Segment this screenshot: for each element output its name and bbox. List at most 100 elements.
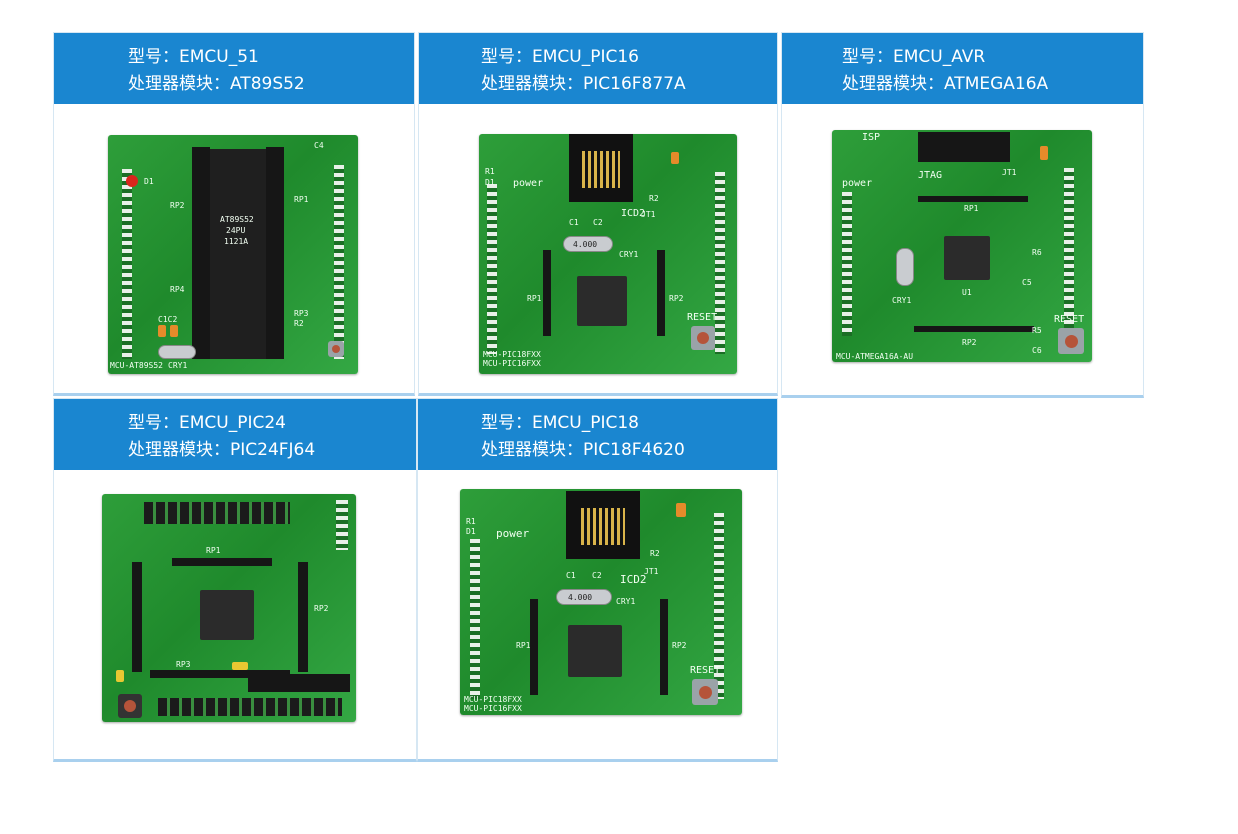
reset-button-icon <box>328 341 344 357</box>
crystal-icon <box>158 345 196 359</box>
header-strip <box>530 599 538 695</box>
capacitor-icon <box>170 325 178 337</box>
pin-strip-left <box>842 192 852 336</box>
socket-right <box>266 147 284 359</box>
board-image: power R1 D1 ICD2 JT1 R2 C1 C2 4.000 CRY1… <box>479 134 737 374</box>
header-strip <box>248 674 350 692</box>
led-icon <box>126 175 138 187</box>
silk-label: JT1 <box>644 567 659 576</box>
silk-label: C5 <box>1022 278 1032 287</box>
silk-label: MCU-PIC16FXX <box>483 359 541 368</box>
card-header: 型号：EMCU_AVR 处理器模块：ATMEGA16A <box>782 33 1143 104</box>
header-strip <box>657 250 665 336</box>
silk-label: RP1 <box>206 546 221 555</box>
product-card-emcu-pic18: 型号：EMCU_PIC18 处理器模块：PIC18F4620 power R1 … <box>417 398 778 762</box>
silk-label: CRY1 <box>616 597 636 606</box>
model-name: EMCU_PIC18 <box>532 413 639 433</box>
chip-label: AT89S52 <box>220 215 254 224</box>
processor-name: PIC24FJ64 <box>230 440 316 460</box>
pin-strip-left <box>470 539 480 699</box>
processor-line: 处理器模块：PIC16F877A <box>481 74 686 94</box>
silk-label: 4.000 <box>568 593 593 602</box>
silk-label: RESET <box>1054 314 1085 325</box>
silk-label: D1 <box>485 178 495 187</box>
silk-label: RP1 <box>527 294 542 303</box>
model-line: 型号：EMCU_51 <box>128 47 259 67</box>
model-line: 型号：EMCU_PIC16 <box>481 47 639 67</box>
header-strip <box>918 196 1028 202</box>
silk-label: RP2 <box>962 338 977 347</box>
model-line: 型号：EMCU_PIC24 <box>128 413 286 433</box>
silk-label: RP1 <box>294 195 309 204</box>
silk-label: ICD2 <box>621 208 646 219</box>
icd2-connector-icon <box>569 134 633 202</box>
card-image-area: power R1 D1 ICD2 JT1 R2 C1 C2 4.000 CRY1… <box>419 104 777 393</box>
chip-atmega16a <box>944 236 990 280</box>
pin-strip-left <box>487 184 497 354</box>
board-image: power R1 D1 ICD2 JT1 R2 C1 C2 4.000 CRY1… <box>460 489 742 715</box>
model-name: EMCU_51 <box>179 47 259 67</box>
pin-strip-right <box>715 172 725 354</box>
processor-name: AT89S52 <box>230 74 305 94</box>
silk-label: RP1 <box>964 204 979 213</box>
chip-pic16f877a <box>577 276 627 326</box>
silk-label: ISP <box>862 132 881 143</box>
card-image-area: power R1 D1 ICD2 JT1 R2 C1 C2 4.000 CRY1… <box>418 470 777 759</box>
silk-label: JT1 <box>641 210 656 219</box>
chip-label: 24PU <box>226 226 246 235</box>
silk-label: MCU-PIC18FXX <box>464 695 522 704</box>
crystal-icon <box>563 236 613 252</box>
model-line: 型号：EMCU_AVR <box>842 47 986 67</box>
silk-label: MCU-PIC16FXX <box>464 704 522 713</box>
processor-line: 处理器模块：ATMEGA16A <box>842 74 1049 94</box>
processor-name: PIC16F877A <box>583 74 686 94</box>
silk-label: RP4 <box>170 285 185 294</box>
silk-label: power <box>513 178 544 189</box>
pin-header-top <box>144 502 290 524</box>
silk-label: RESET <box>687 312 718 323</box>
silk-label: CRY1 <box>892 296 912 305</box>
silk-label: R1 <box>485 167 495 176</box>
card-header: 型号：EMCU_PIC24 处理器模块：PIC24FJ64 <box>54 399 416 470</box>
product-card-emcu-51: 型号：EMCU_51 处理器模块：AT89S52 AT89S52 24PU 11… <box>53 32 415 396</box>
reset-button-icon <box>118 694 142 718</box>
silk-label: C1 <box>569 218 579 227</box>
header-strip <box>132 562 142 672</box>
header-strip <box>660 599 668 695</box>
silk-label: C4 <box>314 141 324 150</box>
capacitor-icon <box>671 152 679 164</box>
processor-name: ATMEGA16A <box>944 74 1049 94</box>
product-card-emcu-pic16: 型号：EMCU_PIC16 处理器模块：PIC16F877A power R1 … <box>418 32 778 396</box>
header-strip <box>150 670 290 678</box>
chip-label: 1121A <box>224 237 249 246</box>
crystal-icon <box>556 589 612 605</box>
silk-label: RP2 <box>672 641 687 650</box>
chip-pic18f4620 <box>568 625 622 677</box>
silk-label: D1 <box>144 177 154 186</box>
card-header: 型号：EMCU_51 处理器模块：AT89S52 <box>54 33 414 104</box>
model-line: 型号：EMCU_PIC18 <box>481 413 639 433</box>
silk-label: RP1 <box>516 641 531 650</box>
silk-label: R2 <box>650 549 660 558</box>
pin-strip-right <box>336 500 348 550</box>
card-image-area: AT89S52 24PU 1121A D1 RP2 RP4 RP1 RP3 R2… <box>54 104 414 393</box>
chip-pic24fj64 <box>200 590 254 640</box>
silk-label: RP2 <box>314 604 329 613</box>
product-card-emcu-pic24: 型号：EMCU_PIC24 处理器模块：PIC24FJ64 RP1 RP2 RP… <box>53 398 417 762</box>
silk-label: RP2 <box>669 294 684 303</box>
header-strip <box>172 558 272 566</box>
processor-line: 处理器模块：AT89S52 <box>128 74 305 94</box>
capacitor-icon <box>158 325 166 337</box>
silk-label: R5 <box>1032 326 1042 335</box>
card-header: 型号：EMCU_PIC18 处理器模块：PIC18F4620 <box>418 399 777 470</box>
silk-label: CRY1 <box>168 361 188 370</box>
silk-label: JTAG <box>918 170 943 181</box>
header-strip <box>543 250 551 336</box>
model-name: EMCU_AVR <box>893 47 986 67</box>
processor-line: 处理器模块：PIC24FJ64 <box>128 440 316 460</box>
processor-name: PIC18F4620 <box>583 440 685 460</box>
silk-label: C1 <box>566 571 576 580</box>
pin-strip-left <box>122 169 132 359</box>
card-header: 型号：EMCU_PIC16 处理器模块：PIC16F877A <box>419 33 777 104</box>
silk-label: MCU-AT89S52 <box>110 361 163 370</box>
